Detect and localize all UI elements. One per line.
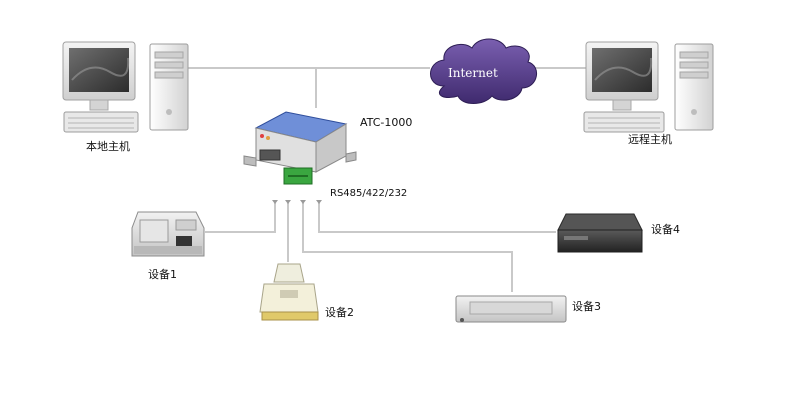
- device1: 设备1: [131, 211, 205, 281]
- card-reader-icon: [131, 211, 205, 257]
- line-device3: [302, 203, 513, 292]
- internet-cloud: Internet: [430, 38, 537, 104]
- line-device1: [205, 203, 276, 233]
- device4-label: 设备4: [651, 222, 680, 236]
- cloud-icon: [430, 38, 537, 104]
- device4: 设备4: [557, 213, 680, 253]
- line-device4: [318, 203, 556, 233]
- local-host-label: 本地主机: [86, 139, 130, 153]
- internet-label: Internet: [448, 66, 498, 80]
- remote-host-computer: 远程主机: [583, 41, 714, 146]
- device1-label: 设备1: [148, 267, 177, 281]
- device3-label: 设备3: [572, 299, 601, 313]
- serial-converter: ATC-1000 RS485/422/232: [243, 111, 412, 204]
- local-host-computer: 本地主机: [62, 41, 189, 153]
- serial-converter-icon: [243, 111, 357, 185]
- slim-device-icon: [455, 295, 567, 323]
- device2-label: 设备2: [325, 305, 354, 319]
- device3: 设备3: [455, 295, 601, 323]
- desktop-computer-icon: [62, 41, 189, 133]
- dvr-icon: [557, 213, 643, 253]
- interfaces-label: RS485/422/232: [330, 188, 407, 199]
- connection-lines: [186, 67, 586, 292]
- remote-host-label: 远程主机: [628, 132, 672, 146]
- desktop-computer-icon: [583, 41, 714, 133]
- printer-icon: [259, 263, 319, 321]
- device-model-label: ATC-1000: [360, 116, 412, 129]
- device2: 设备2: [259, 263, 354, 321]
- connector-arrows: [272, 200, 322, 204]
